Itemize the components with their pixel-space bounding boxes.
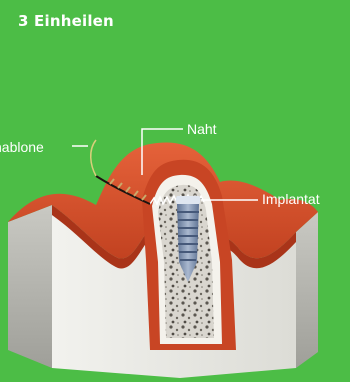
implant-label: Implantat xyxy=(262,191,320,207)
bone-block-left-side xyxy=(8,205,52,368)
suture-label: Naht xyxy=(187,121,217,137)
bone-block-right-side xyxy=(296,212,318,368)
